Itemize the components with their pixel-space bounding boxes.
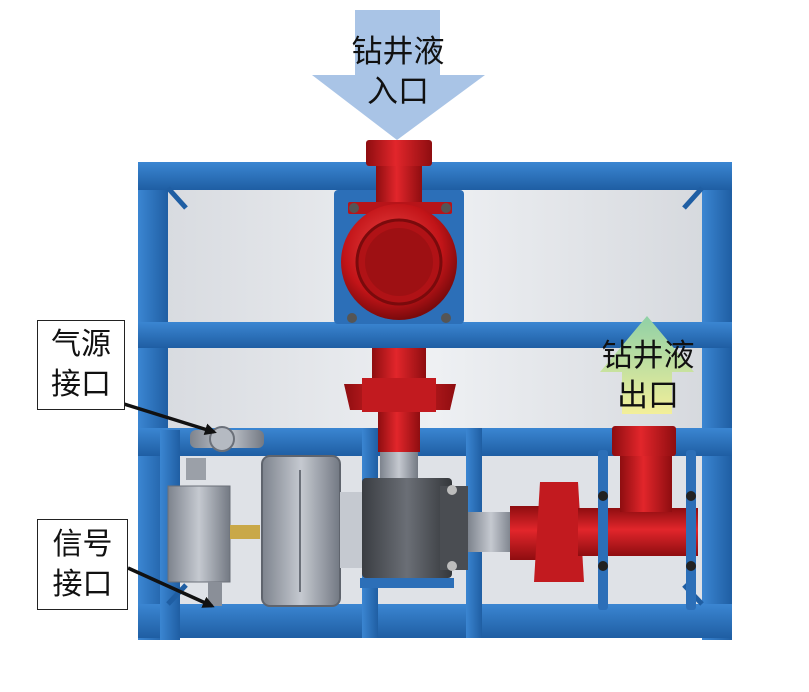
ball-valve: [341, 204, 457, 323]
inlet-arrow: [312, 10, 485, 140]
outlet-label: 钻井液 出口: [580, 336, 716, 416]
signal-port-callout: 信号 接口: [37, 519, 128, 610]
air-port-leader: [123, 402, 217, 436]
outlet-label-line2: 出口: [617, 378, 679, 414]
outlet-label-line1: 钻井液: [601, 338, 695, 374]
inlet-label-line1: 钻井液: [351, 34, 445, 70]
signal-port-leader: [127, 566, 215, 608]
vertical-pipe: [344, 348, 456, 482]
inlet-label: 钻井液 入口: [330, 32, 466, 112]
valve-block: [360, 478, 468, 588]
outlet-arrow: [600, 316, 694, 414]
outlet-pipe: [468, 426, 698, 610]
signal-port-line1: 信号: [52, 526, 113, 562]
air-port-line1: 气源: [51, 327, 111, 362]
inlet-label-line2: 入口: [367, 74, 429, 110]
air-port-callout: 气源 接口: [37, 320, 125, 410]
air-port-line2: 接口: [51, 367, 111, 402]
signal-port-line2: 接口: [52, 566, 113, 602]
